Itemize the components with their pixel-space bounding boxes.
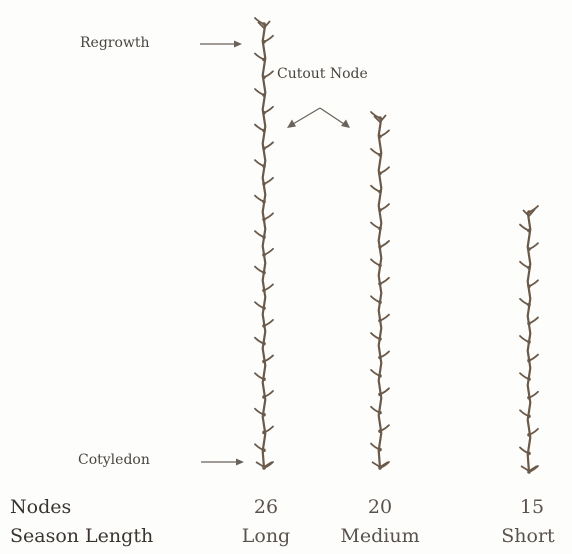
nodes-count-medium: 20 (367, 496, 393, 518)
node-dot-medium (378, 337, 382, 341)
node-dot-medium (378, 318, 382, 323)
node-dot-long (262, 253, 266, 257)
node-dot-medium (378, 116, 382, 120)
node-dot-medium (378, 226, 382, 231)
node-dot-short (527, 340, 531, 344)
node-dot-short (527, 433, 531, 437)
plant-medium-stem (370, 111, 390, 470)
node-dot-long (262, 359, 266, 364)
node-dot-medium (378, 134, 382, 139)
node-dot-medium (378, 374, 382, 378)
cutout-node-label: Cutout Node (277, 66, 368, 82)
node-dot-short (527, 414, 531, 419)
node-dot-long (262, 199, 266, 204)
node-dot-long (262, 412, 266, 417)
node-dot-long (262, 93, 266, 97)
node-dot-long (262, 111, 266, 115)
node-dot-short (527, 284, 531, 289)
season-long: Long (241, 525, 291, 547)
node-dot-short (527, 377, 531, 381)
node-dot-long (262, 182, 266, 186)
node-dot-short (527, 303, 531, 307)
node-dot-long (262, 164, 266, 168)
terminal-bud-long (257, 20, 271, 30)
stem-line-medium (377, 117, 383, 469)
node-dot-long (262, 235, 266, 239)
node-dot-long (262, 75, 266, 80)
node-dot-medium (378, 355, 382, 360)
cutout-arrow-left (292, 107, 321, 125)
node-dot-long (262, 288, 266, 293)
plant-long-stem (254, 17, 274, 470)
season-short: Short (501, 525, 555, 547)
node-dot-medium (378, 153, 382, 157)
node-dot-short (527, 265, 531, 270)
node-dot-medium (378, 189, 382, 194)
regrowth-label: Regrowth (80, 35, 150, 51)
node-dot-short (527, 228, 531, 233)
node-dot-medium (378, 392, 382, 397)
node-dot-long (262, 22, 266, 26)
season-medium: Medium (340, 525, 420, 547)
node-dot-short (527, 321, 531, 326)
node-dot-medium (378, 263, 382, 268)
node-dot-medium (378, 410, 382, 415)
plant-short-stem (519, 205, 539, 474)
node-dot-long (262, 39, 266, 44)
nodes-count-long: 26 (253, 496, 279, 518)
cotyledon-long (255, 461, 273, 469)
cotyledon-medium (371, 461, 389, 469)
node-dot-long (262, 270, 266, 275)
terminal-bud-medium (373, 114, 387, 124)
node-dot-long (262, 217, 266, 222)
node-dot-short (527, 395, 531, 400)
node-dot-long (262, 306, 266, 310)
node-dot-medium (378, 245, 382, 249)
node-dot-medium (378, 429, 382, 433)
node-dot-long (262, 57, 266, 62)
node-dot-short (527, 451, 531, 456)
node-dot-long (262, 377, 266, 382)
nodes-row-title: Nodes (10, 496, 72, 518)
node-dot-short (527, 358, 531, 363)
node-dot-long (262, 341, 266, 346)
node-dot-medium (378, 208, 382, 212)
node-dot-short (527, 247, 531, 251)
node-dot-medium (378, 281, 382, 286)
node-dot-long (262, 146, 266, 151)
nodes-count-short: 15 (519, 496, 545, 518)
node-dot-medium (378, 171, 382, 176)
node-dot-long (262, 128, 266, 133)
stem-line-long (261, 23, 267, 469)
node-dot-long (262, 324, 266, 328)
node-dot-long (262, 430, 266, 435)
node-dot-medium (378, 300, 382, 305)
season-row-title: Season Length (10, 525, 154, 547)
cotyledon-short (520, 465, 538, 473)
node-dot-short (527, 210, 531, 214)
cutout-arrow-right (319, 107, 345, 125)
cotyledon-label: Cotyledon (78, 452, 150, 468)
node-dot-medium (378, 447, 382, 452)
node-dot-long (262, 448, 266, 453)
node-dot-long (262, 395, 266, 399)
terminal-bud-short (522, 208, 536, 218)
